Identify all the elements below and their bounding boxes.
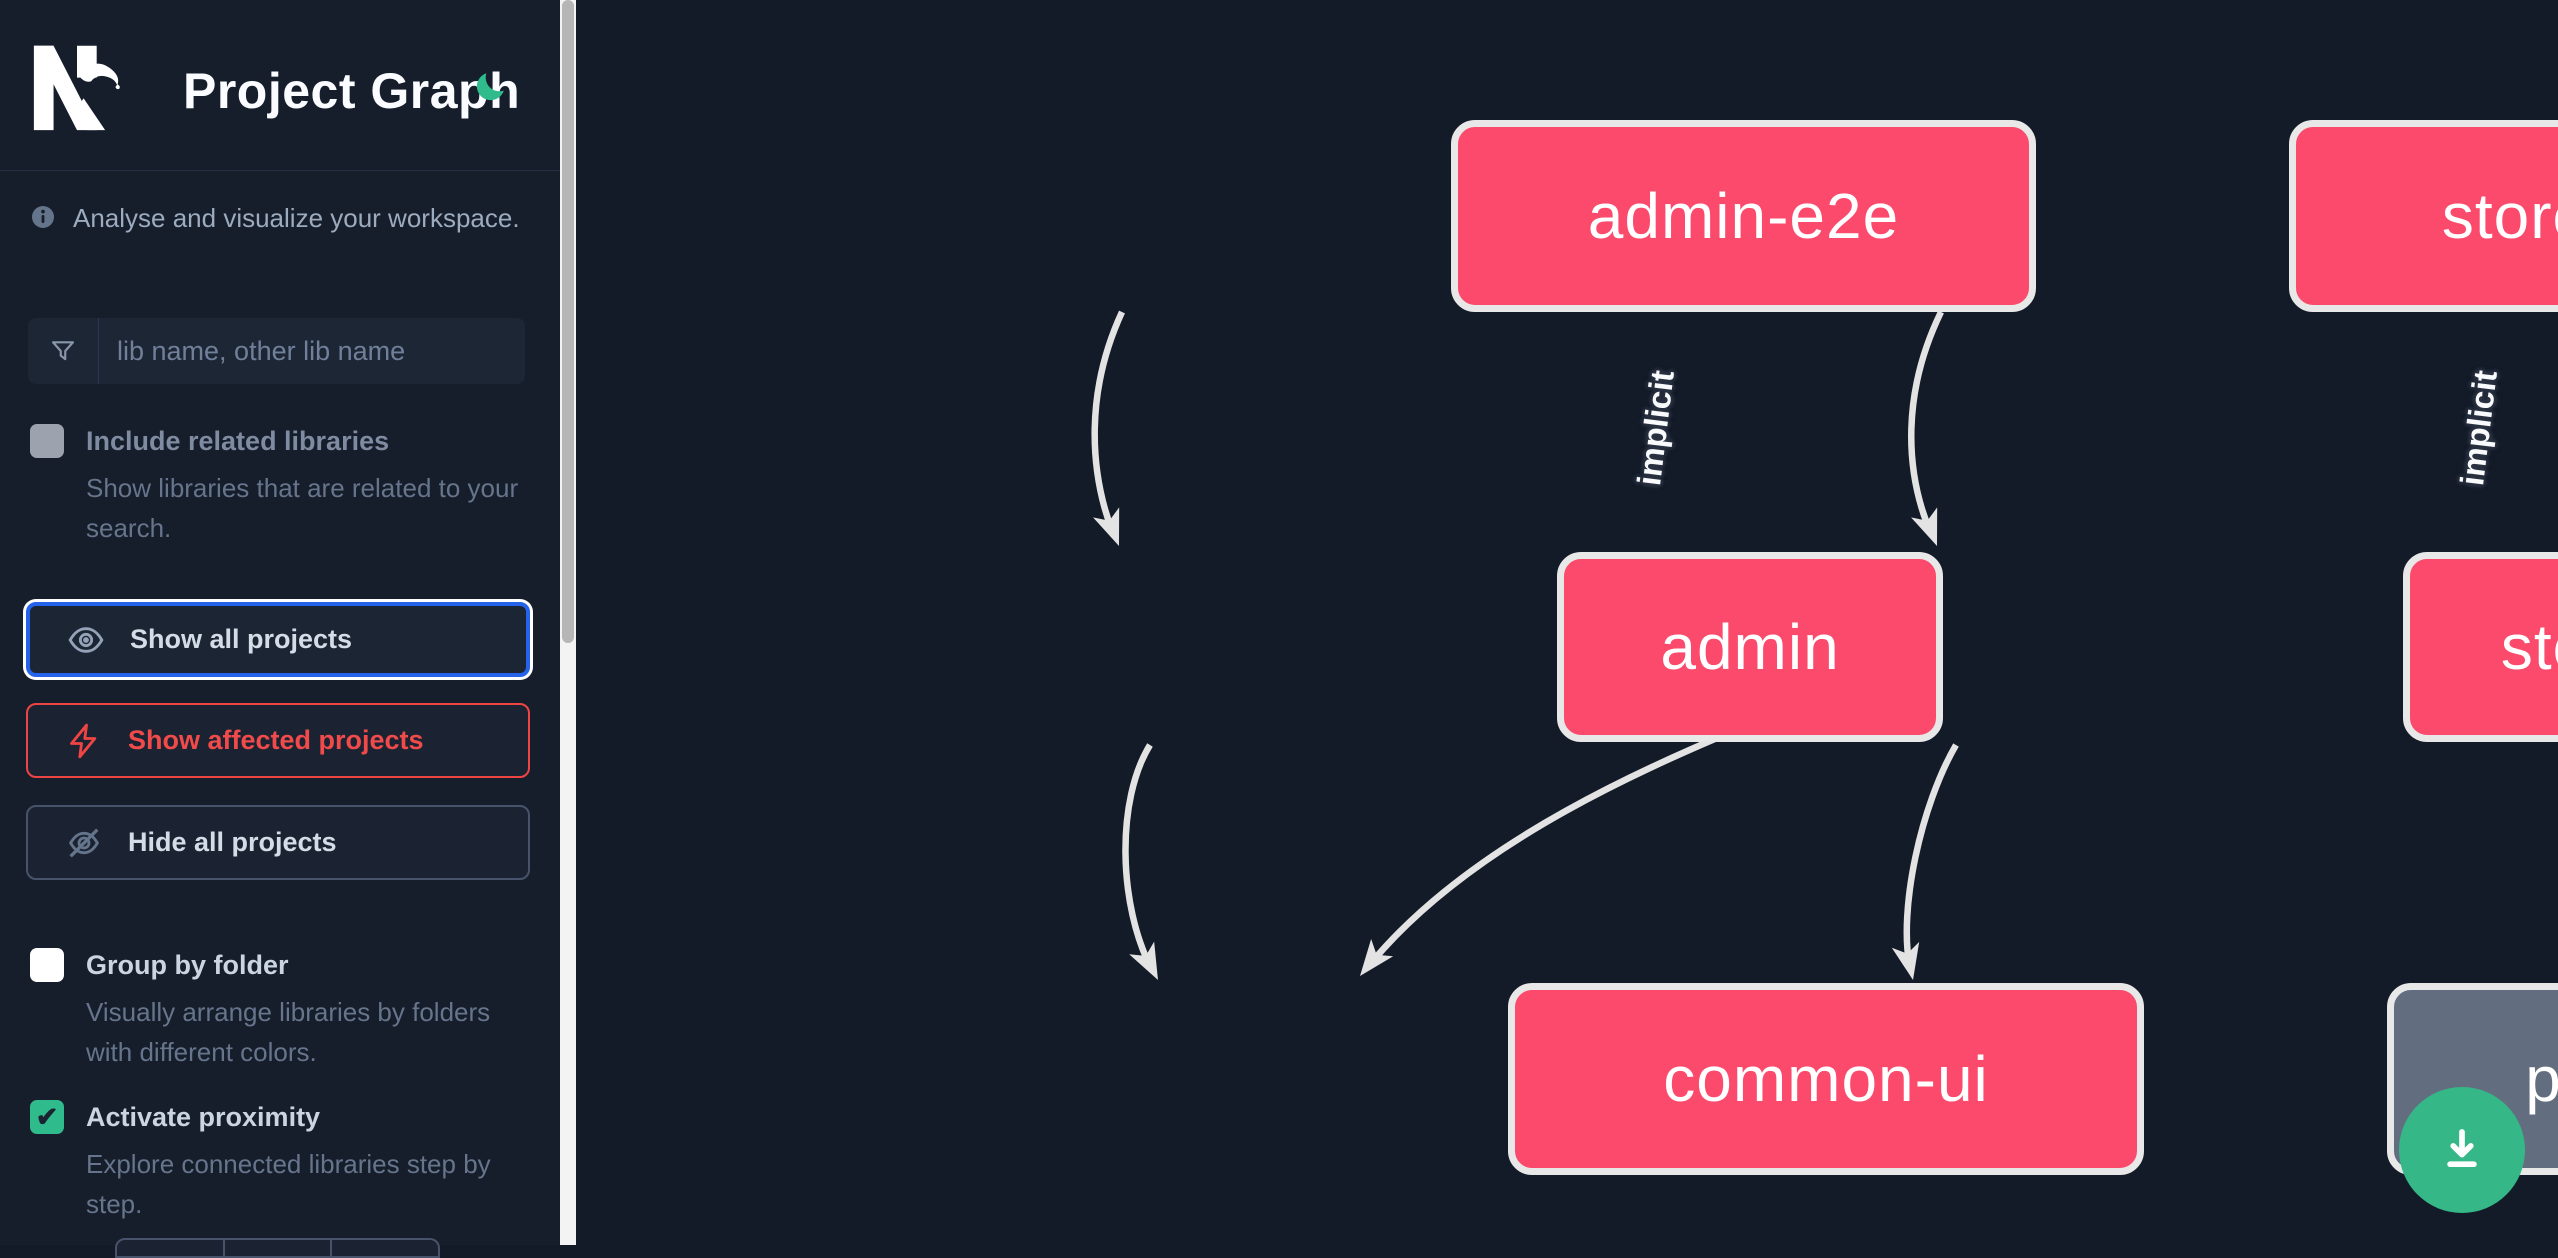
edge-label-implicit: implicit	[1630, 368, 1681, 488]
tagline-text: Analyse and visualize your workspace.	[73, 203, 520, 233]
page-title: Project Graph	[183, 63, 521, 119]
edge-admin-e2e-admin	[1091, 310, 1125, 538]
search-icon-cell	[28, 318, 99, 384]
arrowhead	[1891, 941, 1920, 980]
node-label: common-ui	[1663, 1043, 1989, 1115]
sidebar-scrollbar[interactable]	[560, 0, 576, 1245]
bolt-icon	[70, 723, 97, 758]
group-by-folder-checkbox[interactable]	[30, 948, 64, 982]
arrowhead	[1360, 939, 1394, 976]
show-all-projects-button[interactable]: Show all projects	[26, 602, 530, 677]
search-box	[28, 318, 525, 384]
node-admin-e2e[interactable]: admin-e2e	[1451, 120, 2036, 312]
moon-icon	[476, 72, 504, 100]
stepper-increment[interactable]	[332, 1238, 441, 1258]
search-input[interactable]	[99, 318, 525, 384]
arrowhead	[1129, 941, 1158, 980]
toggle-description: Show libraries that are related to your …	[86, 473, 519, 543]
workspace-info: Analyse and visualize your workspace.	[31, 202, 531, 234]
download-icon	[2447, 1129, 2477, 1168]
node-label: products	[2525, 1043, 2558, 1115]
toggle-description: Visually arrange libraries by folders wi…	[86, 997, 491, 1067]
toggle-label: Activate proximity	[86, 1101, 321, 1132]
edge-store-e2e-store	[1908, 310, 1944, 538]
sidebar-header: Project Graph	[0, 0, 560, 171]
arrowhead	[1093, 507, 1120, 546]
button-label: Hide all projects	[128, 827, 337, 857]
proximity-stepper[interactable]	[115, 1238, 441, 1258]
toggle-activate-proximity: ✔ Activate proximity Explore connected l…	[30, 1100, 530, 1224]
button-label: Show affected projects	[128, 725, 424, 755]
node-store[interactable]: store	[2403, 552, 2558, 742]
toggle-label: Include related libraries	[86, 425, 390, 456]
include-related-checkbox[interactable]	[30, 424, 64, 458]
edge-store-products	[1903, 743, 1959, 969]
toggle-description: Explore connected libraries step by step…	[86, 1149, 491, 1219]
scrollbar-thumb[interactable]	[562, 0, 574, 643]
node-common-ui[interactable]: common-ui	[1508, 983, 2144, 1175]
stepper-value	[224, 1238, 333, 1258]
node-label: store-e2e	[2441, 180, 2558, 252]
funnel-icon	[51, 341, 75, 361]
toggle-include-related: Include related libraries Show libraries…	[30, 424, 530, 548]
project-graph-canvas[interactable]: implicit implicit admin-e2e store-e2e ad…	[576, 0, 2558, 1245]
edge-label-implicit: implicit	[2453, 368, 2504, 488]
show-affected-projects-button[interactable]: Show affected projects	[26, 703, 530, 778]
eye-off-icon	[69, 827, 99, 858]
node-label: admin-e2e	[1587, 180, 1900, 252]
node-store-e2e[interactable]: store-e2e	[2289, 120, 2558, 312]
toggle-label: Group by folder	[86, 949, 289, 980]
button-label: Show all projects	[130, 624, 353, 654]
checkmark-icon: ✔	[35, 1101, 59, 1132]
node-admin[interactable]: admin	[1557, 552, 1943, 742]
nx-logo-icon	[33, 45, 120, 131]
node-label: store	[2500, 611, 2558, 683]
eye-icon	[68, 626, 104, 653]
hide-all-projects-button[interactable]: Hide all projects	[26, 805, 530, 880]
activate-proximity-checkbox[interactable]: ✔	[30, 1100, 64, 1134]
edge-admin-common-ui	[1122, 743, 1155, 972]
node-label: admin	[1660, 611, 1840, 683]
info-icon	[32, 206, 54, 228]
toggle-group-by-folder: Group by folder Visually arrange librari…	[30, 948, 530, 1072]
stepper-decrement[interactable]	[115, 1238, 225, 1258]
theme-toggle-button[interactable]	[470, 68, 510, 108]
download-graph-button[interactable]	[2399, 1087, 2525, 1213]
sidebar: Project Graph Analyse and visualize your…	[0, 0, 560, 1258]
arrowhead	[1911, 507, 1938, 546]
